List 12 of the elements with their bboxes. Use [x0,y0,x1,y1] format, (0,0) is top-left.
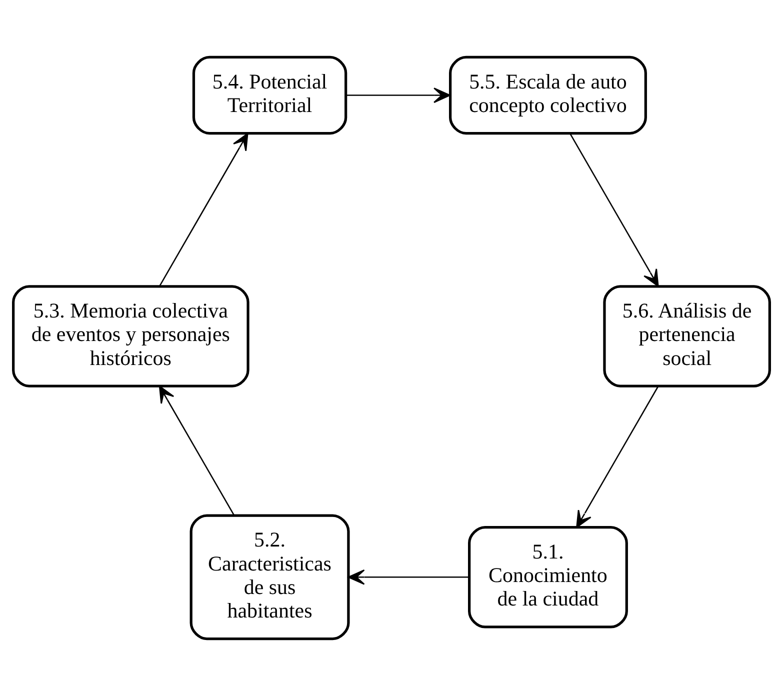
node-box: 5.5. Escala de auto concepto colectivo [448,56,647,135]
arrow [348,569,469,585]
node-box: 5.1. Conocimiento de la ciudad [468,526,628,628]
arrow [158,386,235,516]
node-box: 5.4. Potencial Territorial [192,56,348,135]
arrow [158,133,248,287]
arrow [346,88,450,103]
node-box: 5.3. Memoria colectiva de eventos y personajes históricos [12,285,250,388]
node-box: 5.2. Caracteristicas de sus habitantes [190,514,350,640]
node-box: 5.6. Análisis de pertenencia social [603,285,771,388]
arrow [569,133,659,287]
arrow [576,386,659,528]
